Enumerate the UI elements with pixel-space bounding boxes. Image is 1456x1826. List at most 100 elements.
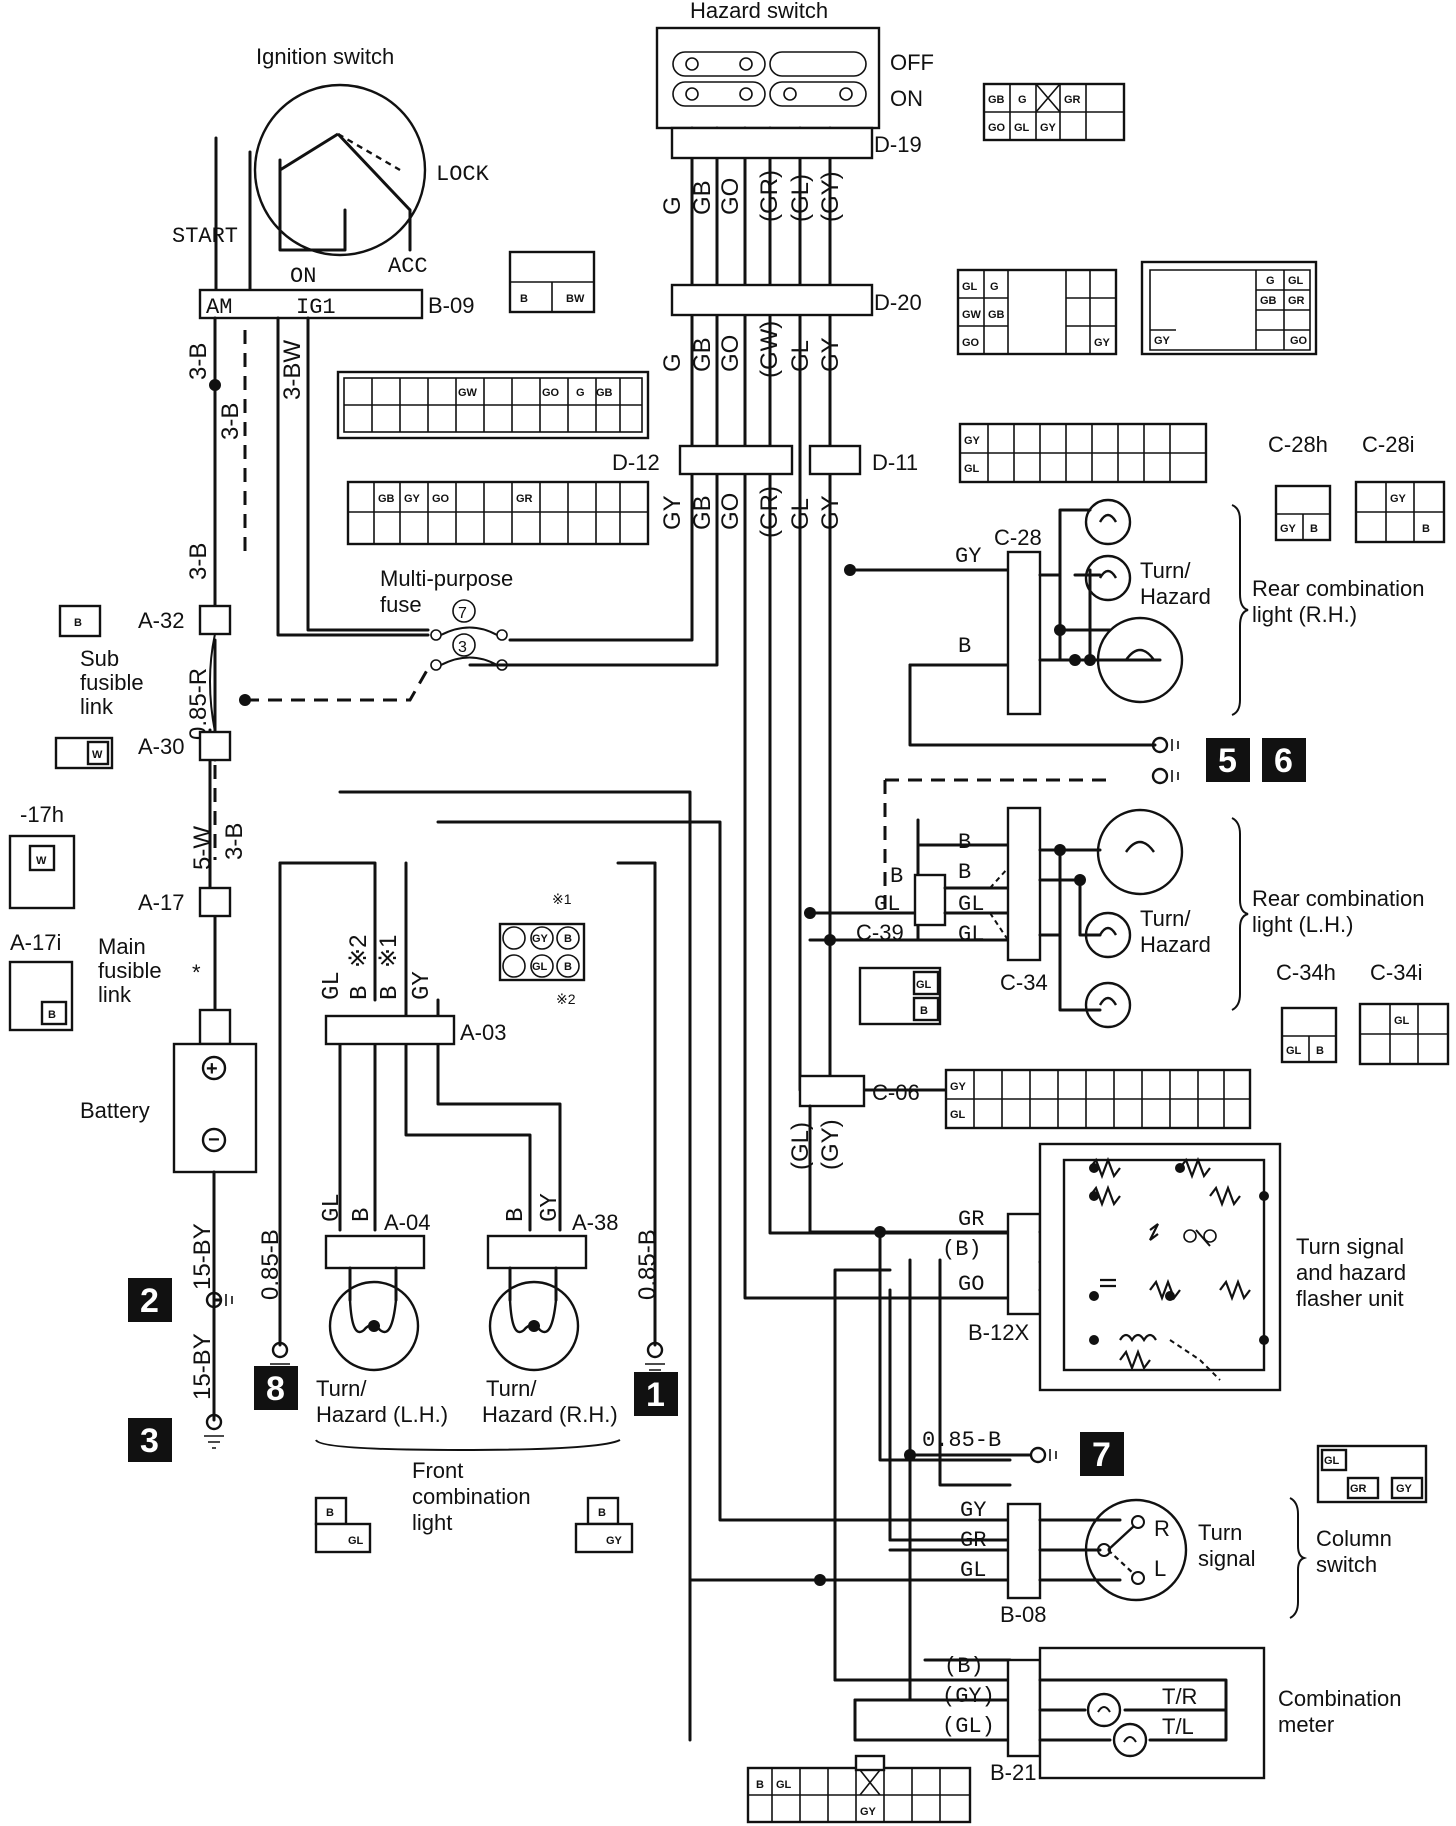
- connector-a38-block: [486, 1234, 588, 1270]
- connector-b21: B-21: [990, 1760, 1036, 1785]
- note-1-label: ※1: [375, 935, 402, 968]
- connector-c39: C-39: [856, 920, 904, 945]
- connector-face-b21: B GL GY: [746, 1754, 972, 1824]
- flasher-wires: [808, 1104, 1012, 1702]
- connector-face-d12-a: GW GO G GB: [336, 370, 650, 440]
- connector-face-d20-b: G GL GB GR GY GO: [1140, 260, 1318, 356]
- wire-label-gy-2: GY: [817, 337, 844, 372]
- ground-badge-1: 1: [634, 1372, 678, 1416]
- connector-d19: D-19: [874, 132, 922, 157]
- fuse-label-line2: fuse: [380, 592, 422, 617]
- junction-dot: [874, 1226, 886, 1238]
- front-combination-light-line3: light: [412, 1510, 452, 1535]
- meter-tl-label: T/L: [1162, 1714, 1194, 1739]
- connector-d12-block: [678, 444, 794, 476]
- wire-label-gb-3: GB: [689, 495, 716, 530]
- ground-symbol-7: [1029, 1446, 1057, 1464]
- front-turn-rh-line1: Turn/: [486, 1376, 537, 1401]
- wire-label-gy-5: (GY): [817, 1119, 844, 1170]
- main-fusible-link-asterisk: *: [192, 960, 201, 985]
- ignition-lock-label: LOCK: [436, 162, 490, 187]
- wire-label-b-a38: B: [503, 1208, 530, 1222]
- connector-d12: D-12: [612, 450, 660, 475]
- connector-face-a04: B GL: [314, 1496, 372, 1554]
- wire-label-b-c39: B: [890, 864, 903, 889]
- rear-rh-label-line2: light (R.H.): [1252, 602, 1357, 627]
- connector-a17-block: [198, 886, 232, 918]
- wire-label-g-1: G: [659, 196, 686, 215]
- switch-l-label: L: [1154, 1556, 1166, 1581]
- pin-gr: GR: [516, 493, 533, 505]
- ground-badge-6: 6: [1262, 738, 1306, 782]
- connector-d19-block: [670, 126, 874, 160]
- ignition-ig1-label: IG1: [296, 295, 336, 320]
- pin-b: B: [48, 1009, 56, 1021]
- turn-signal-switch: R L: [1038, 1498, 1188, 1602]
- pin-b: B: [326, 1507, 334, 1519]
- pin-gw: GW: [962, 309, 982, 321]
- pin-gy: GY: [950, 1081, 967, 1093]
- pin-gl: GL: [962, 281, 978, 293]
- pin-gy: GY: [404, 493, 421, 505]
- connector-a30-block: [198, 730, 232, 762]
- ground-badge-3: 3: [128, 1418, 172, 1462]
- connector-face-a30: W: [54, 736, 114, 770]
- rear-rh-turn-line2: Hazard: [1140, 584, 1211, 609]
- connector-b09: B-09: [428, 293, 474, 318]
- connector-c28: C-28: [994, 525, 1042, 550]
- rear-lh-label-line2: light (L.H.): [1252, 912, 1353, 937]
- pin-g: G: [1266, 275, 1275, 287]
- wire-label-3b-4: 3-B: [221, 823, 248, 860]
- pin-gr: GR: [1288, 295, 1305, 307]
- pin-gw: GW: [458, 387, 478, 399]
- connector-d11: D-11: [872, 450, 918, 475]
- pin-gl: GL: [532, 961, 548, 973]
- connector-a03: A-03: [460, 1020, 506, 1045]
- turn-signal-line1: Turn: [1198, 1520, 1242, 1545]
- pin-b: B: [564, 933, 572, 945]
- connector-face-c28i: GY B: [1354, 480, 1446, 544]
- pin-gy: GY: [606, 1535, 623, 1547]
- switch-r-label: R: [1154, 1516, 1170, 1541]
- wire-label-gy-a38: GY: [537, 1193, 564, 1222]
- pin-gl: GL: [950, 1109, 966, 1121]
- connector-c28-block: [1006, 550, 1042, 716]
- wire-label-go-flasher: GO: [958, 1272, 984, 1297]
- wire-label-gy-3: GY: [659, 495, 686, 530]
- pin-gb: GB: [988, 309, 1005, 321]
- pin-gb: GB: [378, 493, 395, 505]
- combination-meter: T/R T/L: [1038, 1646, 1266, 1780]
- pin-b: B: [520, 293, 528, 305]
- connector-face-a38: B GY: [574, 1496, 634, 1554]
- connector-a17i: A-17i: [10, 930, 61, 955]
- ignition-on-label: ON: [290, 264, 316, 289]
- wire-label-3b-2: 3-B: [217, 403, 244, 440]
- junction-dot: [904, 1449, 916, 1461]
- ground-number-1: 1: [646, 1376, 665, 1414]
- note-1-marker: ※1: [552, 891, 572, 907]
- pin-gl: GL: [776, 1779, 792, 1791]
- wire-label-gl-front: GL: [319, 971, 346, 1000]
- battery-label: Battery: [80, 1098, 150, 1123]
- front-combination-light-line2: combination: [412, 1484, 531, 1509]
- ignition-switch-title: Ignition switch: [256, 44, 394, 69]
- pin-b: B: [1422, 523, 1430, 535]
- wire-label-gy-meter: (GY): [942, 1684, 995, 1709]
- pin-gy: GY: [860, 1806, 877, 1818]
- wire-label-gl-c39: GL: [874, 892, 900, 917]
- note-2-label: ※2: [345, 935, 372, 968]
- pin-gr: GR: [1350, 1483, 1367, 1495]
- battery: + − Battery: [80, 1008, 258, 1174]
- battery-minus-icon: −: [208, 1129, 220, 1151]
- fuse-label-line1: Multi-purpose: [380, 566, 513, 591]
- ground-badge-2: 2: [128, 1278, 172, 1322]
- wire-label-085b-2: 0.85-B: [634, 1229, 661, 1300]
- connector-face-c28h: GY B: [1274, 484, 1332, 542]
- pin-w: W: [92, 749, 103, 761]
- wire-label-g-2: G: [659, 353, 686, 372]
- flasher-label-line2: and hazard: [1296, 1260, 1406, 1285]
- meter-tr-label: T/R: [1162, 1684, 1197, 1709]
- front-light-wires: [278, 790, 1012, 1582]
- connector-face-d20-a: GL G GW GB GO GY: [956, 268, 1118, 356]
